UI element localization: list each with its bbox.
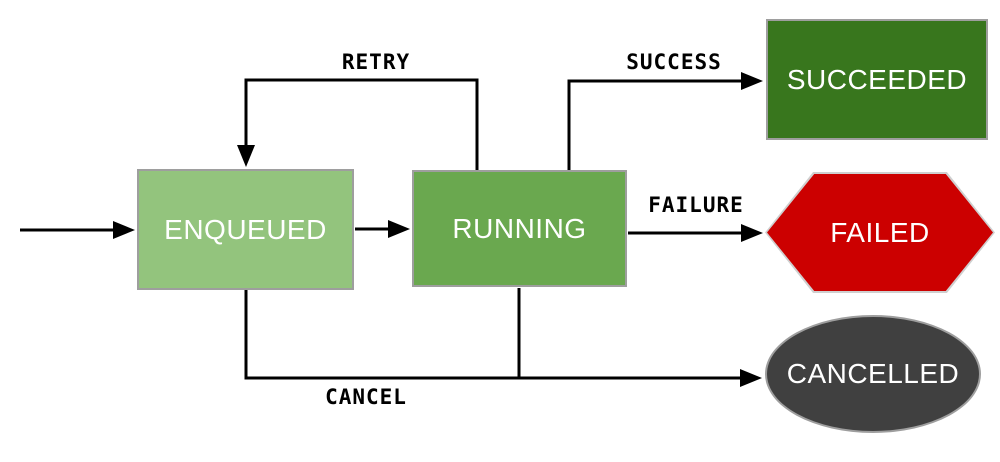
- edge-start-arrowhead-icon: [113, 221, 135, 239]
- node-running-label: RUNNING: [452, 212, 587, 244]
- edge-success-label: SUCCESS: [626, 50, 722, 74]
- edge-retry-line: [244, 78, 479, 170]
- node-failed-label: FAILED: [830, 216, 930, 248]
- node-enqueued: ENQUEUED: [137, 169, 354, 290]
- edge-cancel-arrowhead-icon: [740, 369, 762, 387]
- edge-success-arrowhead-icon: [741, 72, 763, 90]
- edge-failure-label: FAILURE: [648, 193, 744, 217]
- node-cancelled-label: CANCELLED: [786, 358, 960, 389]
- node-cancelled: CANCELLED: [765, 315, 981, 433]
- node-succeeded-label: SUCCEEDED: [786, 63, 968, 95]
- edge-cancel-line: [244, 290, 741, 380]
- edge-failure-arrowhead-icon: [741, 224, 763, 242]
- edge-retry-arrowhead-icon: [237, 145, 255, 167]
- edge-retry-label: RETRY: [341, 50, 411, 74]
- node-succeeded: SUCCEEDED: [766, 19, 988, 140]
- node-running: RUNNING: [412, 170, 627, 287]
- node-failed-shape: FAILED: [767, 174, 993, 291]
- node-failed: FAILED: [765, 172, 995, 293]
- edge-success-line: [567, 79, 742, 170]
- edge-cancel-label: CANCEL: [325, 385, 407, 409]
- edge-enqueued-running-arrowhead-icon: [388, 220, 410, 238]
- node-enqueued-label: ENQUEUED: [164, 213, 327, 245]
